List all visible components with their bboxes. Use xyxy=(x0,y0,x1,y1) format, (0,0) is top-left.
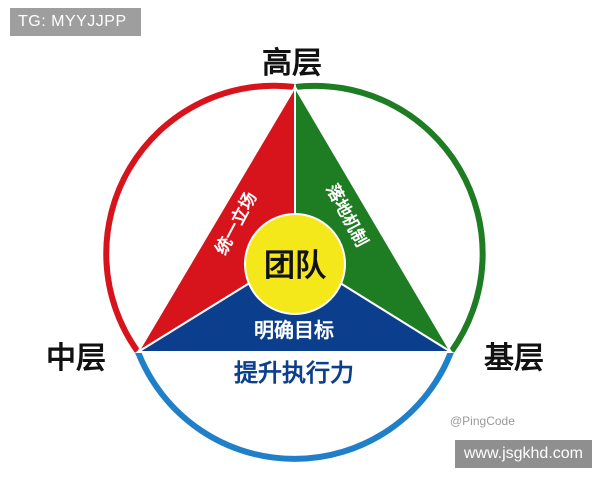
watermark-tag: TG: MYYJJPP xyxy=(10,8,141,36)
watermark-site: www.jsgkhd.com xyxy=(454,440,592,468)
green-arc xyxy=(294,82,486,354)
blue-inner-label: 明确目标 xyxy=(254,318,334,342)
blue-arc xyxy=(135,350,454,462)
blue-outer-label: 提升执行力 xyxy=(234,359,354,387)
level-top-label: 高层 xyxy=(262,46,322,81)
red-arc xyxy=(103,82,296,354)
level-left-label: 中层 xyxy=(46,341,106,376)
credit-label: @PingCode xyxy=(450,414,515,428)
level-right-label: 基层 xyxy=(484,341,544,376)
team-center-circle xyxy=(244,213,346,315)
team-center-label: 团队 xyxy=(264,248,327,284)
